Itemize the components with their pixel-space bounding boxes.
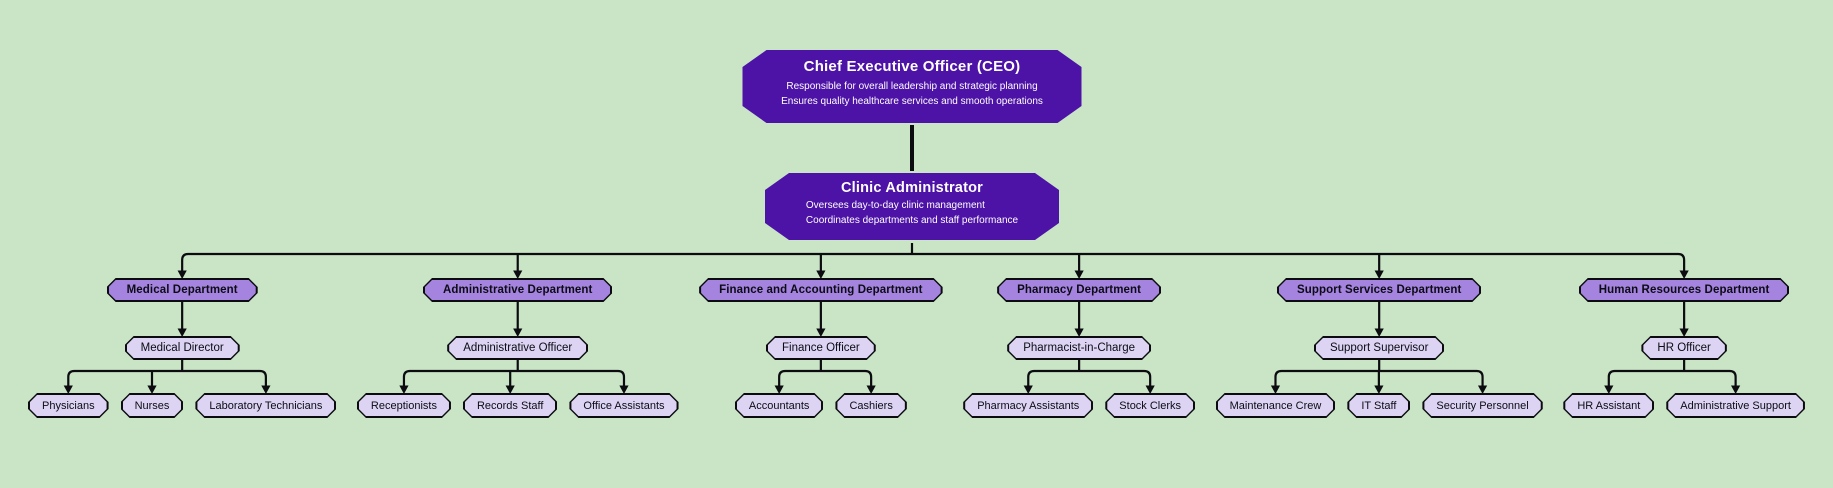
department-label: Administrative Department (425, 280, 610, 300)
department-node: Human Resources Department (1579, 278, 1790, 302)
staff-node: Accountants (735, 393, 824, 418)
department-node: Pharmacy Department (997, 278, 1161, 302)
department-column: Pharmacy Department Pharmacist-in-Charge… (963, 278, 1195, 418)
officer-label: Medical Director (127, 338, 238, 358)
ceo-description-line-2: Ensures quality healthcare services and … (781, 95, 1043, 107)
officer-label: HR Officer (1643, 338, 1724, 358)
staff-row: Maintenance Crew IT Staff Security Perso… (1216, 393, 1543, 418)
administrator-title: Clinic Administrator (840, 180, 984, 196)
staff-node: Receptionists (357, 393, 451, 418)
officer-node: Administrative Officer (447, 336, 588, 360)
staff-node: Laboratory Technicians (195, 393, 336, 418)
staff-label: Records Staff (465, 395, 555, 416)
officer-label: Support Supervisor (1316, 338, 1442, 358)
staff-node: Administrative Support (1666, 393, 1805, 418)
staff-label: Physicians (30, 395, 107, 416)
administrator-description-line-2: Coordinates departments and staff perfor… (805, 214, 1019, 226)
node-ceo: Chief Executive Officer (CEO) Responsibl… (740, 47, 1085, 126)
staff-row: Accountants Cashiers (735, 393, 907, 418)
staff-label: Administrative Support (1668, 395, 1803, 416)
officer-node: Support Supervisor (1314, 336, 1444, 360)
department-label: Finance and Accounting Department (701, 280, 941, 300)
staff-node: Records Staff (463, 393, 557, 418)
department-node: Administrative Department (423, 278, 612, 302)
staff-node: Stock Clerks (1105, 393, 1195, 418)
ceo-title: Chief Executive Officer (CEO) (803, 58, 1021, 75)
department-column: Support Services Department Support Supe… (1216, 278, 1543, 418)
department-column: Human Resources Department HR Officer HR… (1563, 278, 1805, 418)
department-column: Administrative Department Administrative… (357, 278, 679, 418)
staff-node: Cashiers (835, 393, 906, 418)
staff-node: Physicians (28, 393, 109, 418)
officer-label: Administrative Officer (449, 338, 586, 358)
staff-row: Pharmacy Assistants Stock Clerks (963, 393, 1195, 418)
staff-node: Security Personnel (1422, 393, 1542, 418)
officer-label: Finance Officer (768, 338, 874, 358)
staff-row: Physicians Nurses Laboratory Technicians (28, 393, 336, 418)
staff-row: HR Assistant Administrative Support (1563, 393, 1805, 418)
staff-label: Security Personnel (1424, 395, 1540, 416)
staff-node: HR Assistant (1563, 393, 1654, 418)
department-node: Finance and Accounting Department (699, 278, 943, 302)
officer-node: Pharmacist-in-Charge (1007, 336, 1151, 360)
department-node: Support Services Department (1277, 278, 1481, 302)
staff-node: Nurses (121, 393, 184, 418)
ceo-description: Responsible for overall leadership and s… (781, 80, 1043, 109)
staff-node: Office Assistants (569, 393, 678, 418)
staff-label: IT Staff (1349, 395, 1408, 416)
department-label: Support Services Department (1279, 280, 1479, 300)
staff-label: Cashiers (837, 395, 904, 416)
ceo-description-line-1: Responsible for overall leadership and s… (786, 81, 1038, 92)
staff-node: Pharmacy Assistants (963, 393, 1093, 418)
staff-node: Maintenance Crew (1216, 393, 1336, 418)
node-clinic-administrator: Clinic Administrator Oversees day-to-day… (762, 170, 1062, 243)
staff-label: Nurses (123, 395, 182, 416)
department-label: Pharmacy Department (999, 280, 1159, 300)
administrator-description-line-1: Oversees day-to-day clinic management (805, 200, 985, 211)
staff-label: Laboratory Technicians (197, 395, 334, 416)
staff-label: Pharmacy Assistants (965, 395, 1091, 416)
staff-label: HR Assistant (1565, 395, 1652, 416)
staff-label: Stock Clerks (1107, 395, 1193, 416)
officer-node: HR Officer (1641, 336, 1726, 360)
staff-label: Office Assistants (571, 395, 676, 416)
department-column: Medical Department Medical Director Phys… (28, 278, 336, 418)
officer-node: Medical Director (125, 336, 240, 360)
node-clinic-administrator-body: Clinic Administrator Oversees day-to-day… (765, 173, 1059, 240)
department-node: Medical Department (107, 278, 258, 302)
staff-label: Receptionists (359, 395, 449, 416)
department-column: Finance and Accounting Department Financ… (699, 278, 943, 418)
departments-row: Medical Department Medical Director Phys… (28, 278, 1805, 418)
staff-row: Receptionists Records Staff Office Assis… (357, 393, 679, 418)
node-ceo-body: Chief Executive Officer (CEO) Responsibl… (743, 50, 1082, 123)
staff-label: Accountants (737, 395, 822, 416)
officer-label: Pharmacist-in-Charge (1009, 338, 1149, 358)
officer-node: Finance Officer (766, 336, 876, 360)
staff-label: Maintenance Crew (1218, 395, 1334, 416)
department-label: Human Resources Department (1581, 280, 1788, 300)
staff-node: IT Staff (1347, 393, 1410, 418)
department-label: Medical Department (109, 280, 256, 300)
administrator-description: Oversees day-to-day clinic management Co… (806, 199, 1018, 228)
